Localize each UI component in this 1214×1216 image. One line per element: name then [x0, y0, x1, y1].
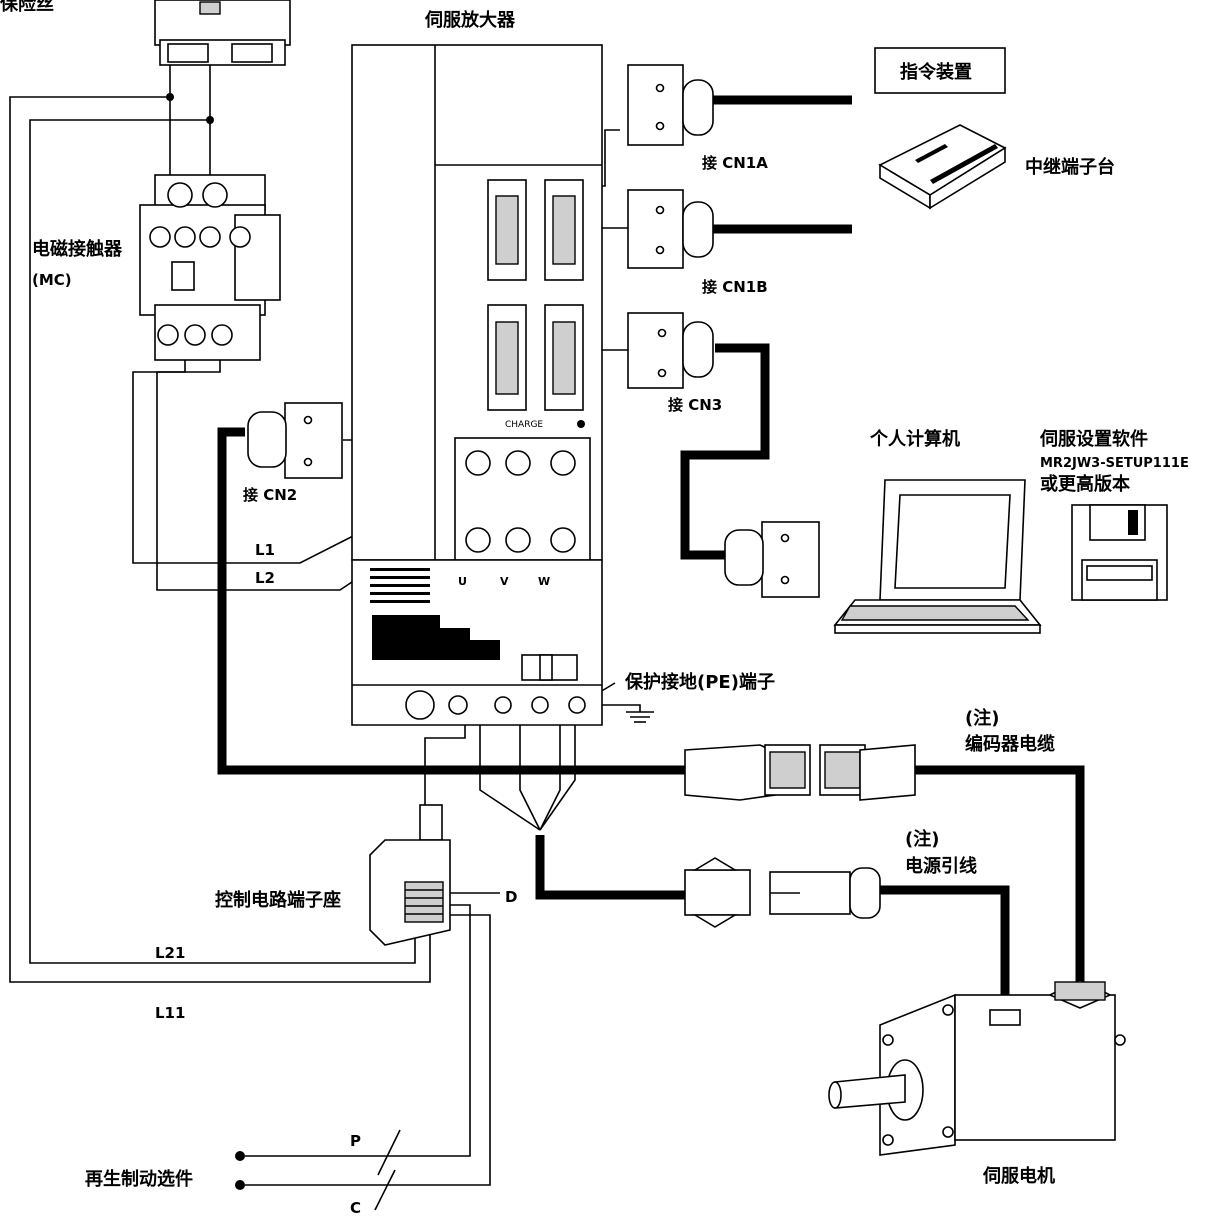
cn1b-label: 接 CN1B [702, 278, 768, 296]
v-label: V [500, 575, 509, 588]
l11-label: L11 [155, 1004, 185, 1022]
l21-label: L21 [155, 944, 185, 962]
pc-label: 个人计算机 [869, 428, 960, 450]
cn3-label: 接 CN3 [668, 396, 722, 414]
power-lead-label: 电源引线 [905, 855, 977, 877]
mc-label-line2: (MC) [32, 271, 72, 289]
power-lead-connector [684, 857, 881, 928]
floppy-disk-icon [1071, 504, 1168, 601]
encoder-connector-pair [684, 744, 916, 801]
relay-terminal-label: 中继端子台 [1025, 156, 1115, 178]
p-label: P [350, 1132, 361, 1150]
l2-label: L2 [255, 569, 275, 587]
servo-amplifier-label: 伺服放大器 [424, 9, 516, 31]
cn3-plug [627, 312, 714, 389]
mc-label-line1: 电磁接触器 [32, 238, 123, 260]
w-label: W [538, 575, 550, 588]
power-note: (注) [905, 828, 939, 850]
d-label: D [505, 888, 517, 906]
thick-cables [217, 95, 1085, 1010]
control-terminal-block [369, 804, 451, 946]
cn2-plug [247, 402, 343, 479]
software-label-line1: 伺服设置软件 [1039, 428, 1148, 450]
c-label: C [350, 1199, 361, 1216]
laptop-icon [833, 479, 1042, 634]
charge-label: CHARGE [505, 420, 543, 430]
breaker-label: 保险丝 [0, 0, 54, 15]
regen-option-label: 再生制动选件 [85, 1168, 193, 1190]
cn1b-plug [627, 189, 714, 269]
l1-label: L1 [255, 541, 275, 559]
servo-motor-label: 伺服电机 [982, 1165, 1055, 1187]
software-label-line3: 或更高版本 [1040, 473, 1130, 495]
command-device-label: 指令装置 [900, 61, 972, 83]
servo-amplifier [351, 44, 603, 726]
u-label: U [458, 575, 467, 588]
pc-cable-plug [724, 521, 820, 598]
software-label-line2: MR2JW3-SETUP111E [1040, 456, 1189, 471]
cn2-label: 接 CN2 [243, 486, 297, 504]
cn1a-plug [627, 64, 714, 146]
encoder-cable-label: 编码器电缆 [965, 733, 1055, 755]
breaker-unit [154, 0, 291, 66]
relay-terminal-block [878, 124, 1007, 210]
servo-motor [828, 979, 1126, 1156]
pe-terminal-label: 保护接地(PE)端子 [624, 671, 775, 693]
control-terminal-label: 控制电路端子座 [215, 889, 341, 911]
cn1a-label: 接 CN1A [702, 154, 768, 172]
command-device-box [874, 47, 1006, 94]
encoder-note: (注) [965, 707, 999, 729]
magnetic-contactor [139, 174, 281, 361]
